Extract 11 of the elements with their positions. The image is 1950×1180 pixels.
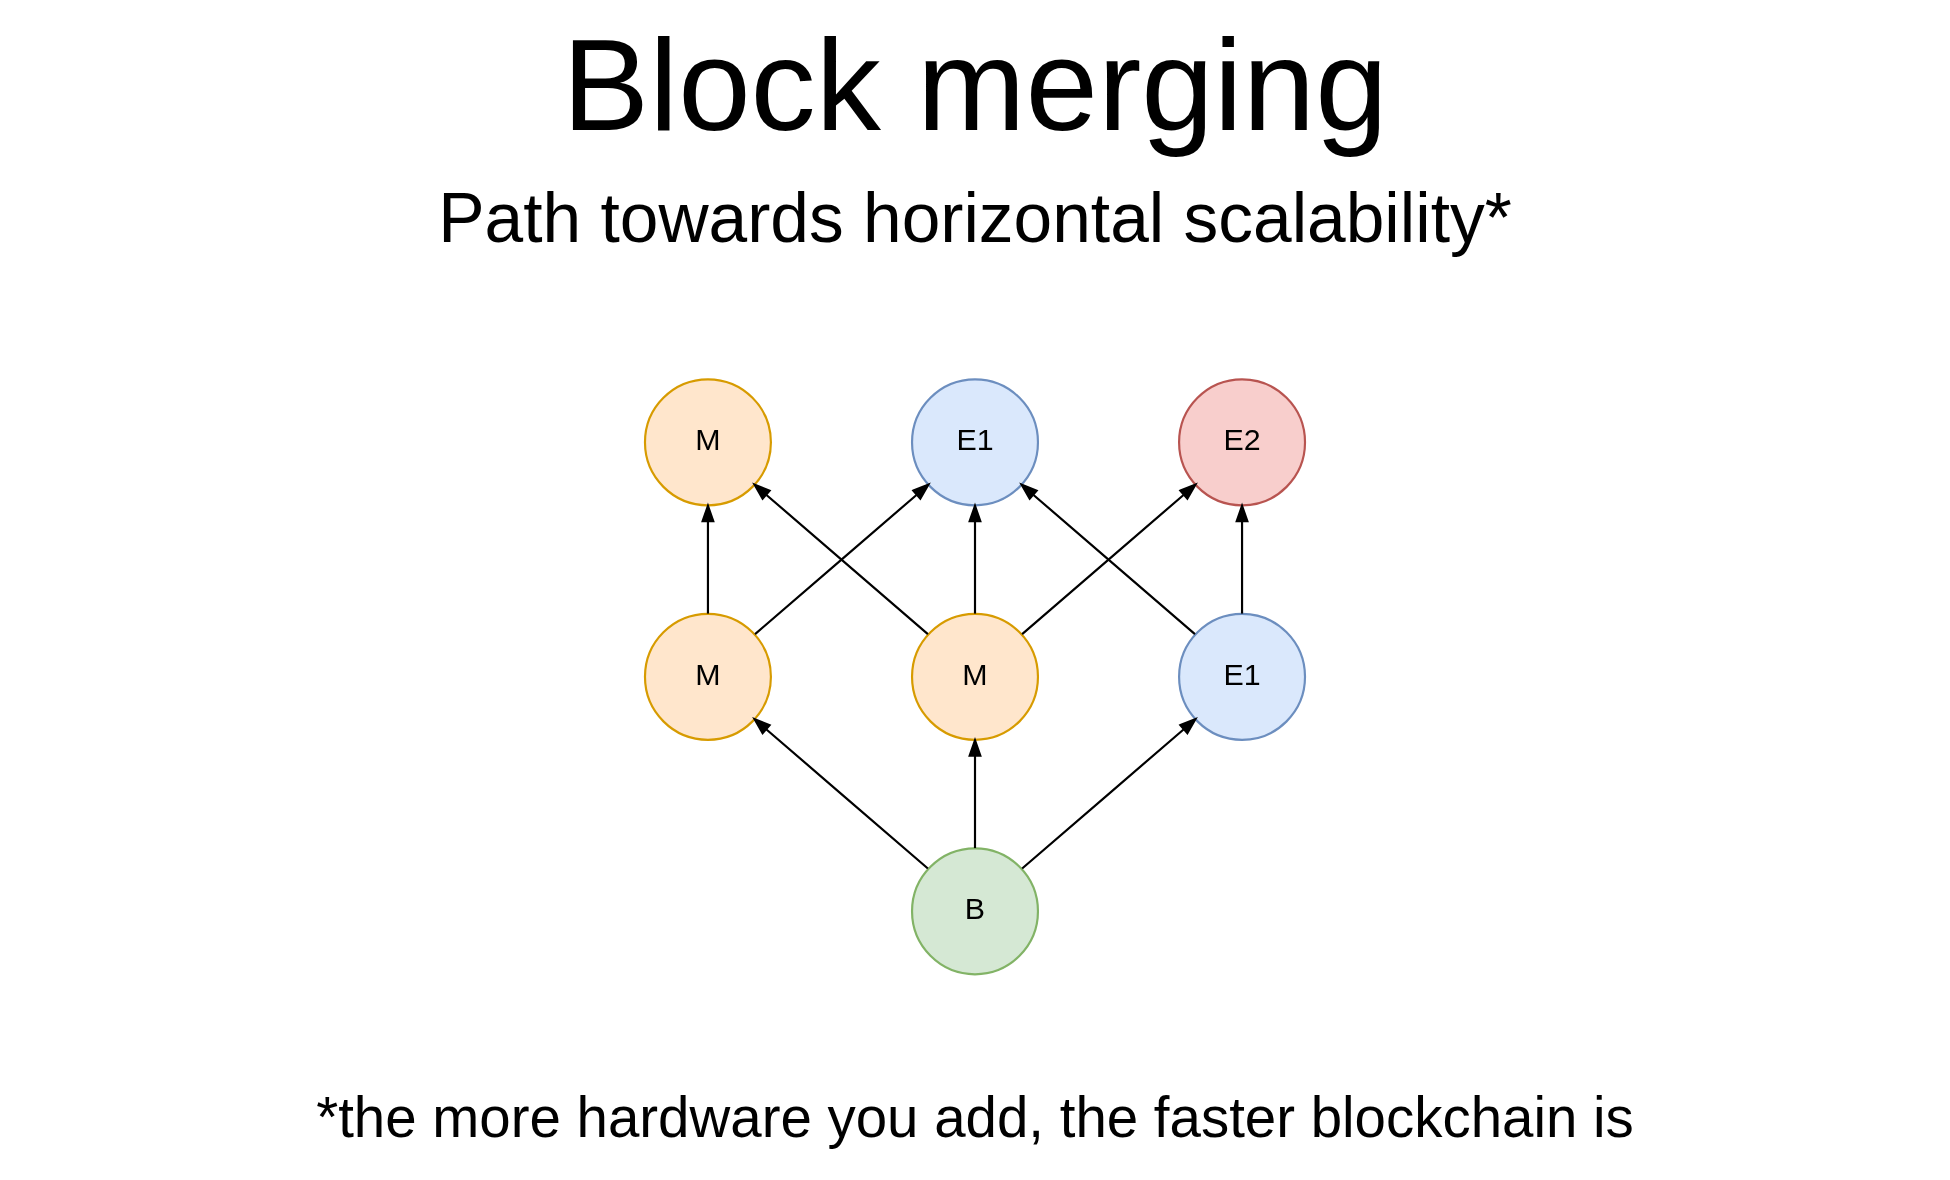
arrow: [968, 502, 982, 614]
arrow: [752, 717, 929, 870]
node-circle: B: [910, 847, 1040, 976]
arrow: [1235, 502, 1249, 614]
arrow: [1021, 717, 1198, 870]
arrow: [701, 502, 715, 614]
arrow: [968, 737, 982, 849]
caption: *the more hardware you add, the faster blockchain is: [316, 1085, 1634, 1149]
node-circle: M: [910, 612, 1040, 741]
label: Path towards horizontal scalability*: [438, 178, 1512, 257]
diagram-title: Block merging: [562, 11, 1388, 158]
